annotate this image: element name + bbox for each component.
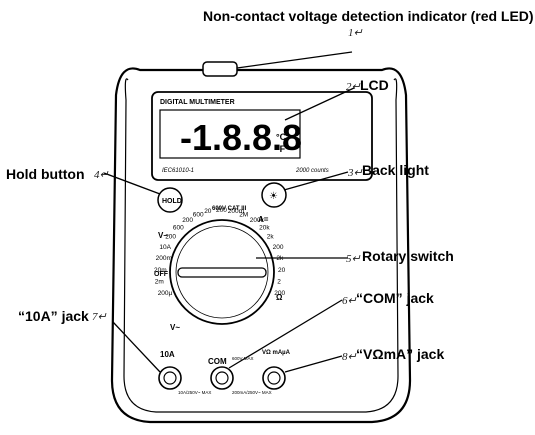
leader-8 bbox=[284, 355, 343, 373]
dial-range-label: 200 bbox=[274, 290, 285, 297]
svg-text:10A/250V~ MAX: 10A/250V~ MAX bbox=[178, 390, 211, 395]
off-label: OFF bbox=[154, 271, 169, 278]
dial-unit-mark: V~ bbox=[170, 323, 180, 332]
dial-range-label: 200µ bbox=[158, 290, 173, 297]
callout-2-number: 2↵ bbox=[346, 81, 361, 93]
dial-range-label: 200 bbox=[216, 207, 227, 214]
dial-range-label: 20m bbox=[154, 267, 167, 274]
dial-range-label: 2m bbox=[155, 279, 164, 286]
dial-unit-mark: A= bbox=[258, 215, 269, 224]
svg-text:COM: COM bbox=[208, 357, 227, 366]
dial-range-label: 2k bbox=[267, 233, 275, 240]
dial-range-label: 200k bbox=[250, 217, 265, 224]
counts-label: 2000 counts bbox=[295, 168, 329, 174]
dial-range-label: 200 bbox=[273, 244, 284, 251]
sun-icon: ☀ bbox=[269, 191, 278, 202]
leader-6 bbox=[228, 299, 343, 369]
callout-6-label: “COM” jack bbox=[356, 290, 434, 306]
dial-range-label: 600 bbox=[193, 212, 204, 219]
callout-4-number: 4↵ bbox=[94, 169, 109, 181]
callout-6-number: 6↵ bbox=[342, 295, 357, 307]
callout-3-number: 3↵ bbox=[348, 167, 363, 179]
svg-text:HOLD: HOLD bbox=[162, 198, 182, 205]
led-indicator bbox=[202, 61, 238, 77]
dial-range-label: 2 bbox=[277, 279, 281, 286]
dial-range-label: 20 bbox=[204, 208, 212, 215]
dial-range-label: 10A bbox=[159, 244, 171, 251]
brand-label: DIGITAL MULTIMETER bbox=[160, 99, 235, 106]
dial-range-label: 2M bbox=[239, 212, 248, 219]
leader-2 bbox=[284, 87, 355, 121]
callout-5-number: 5↵ bbox=[346, 253, 361, 265]
display-value: -1.8.8.8 bbox=[180, 117, 302, 158]
dial-range-label: 200 bbox=[165, 233, 176, 240]
svg-text:10A: 10A bbox=[160, 350, 175, 359]
callout-8-label: “VΩmA” jack bbox=[356, 346, 445, 362]
dial-range-label: 200 bbox=[182, 217, 193, 224]
rating-label: 600V CAT III bbox=[212, 206, 247, 212]
callout-1-label: Non-contact voltage detection indicator … bbox=[203, 8, 534, 24]
leader-3 bbox=[283, 171, 349, 191]
rotary-pointer bbox=[177, 267, 267, 278]
callout-1-number: 1↵ bbox=[348, 27, 363, 39]
standard-label: IEC61010-1 bbox=[162, 168, 194, 174]
leader-4 bbox=[103, 172, 161, 195]
callout-7-label: “10A” jack bbox=[18, 308, 89, 324]
lcd-screen bbox=[159, 109, 301, 159]
callout-4-label: Hold button bbox=[6, 166, 85, 182]
callout-3-label: Back light bbox=[362, 162, 429, 178]
callout-5-label: Rotary switch bbox=[362, 248, 454, 264]
svg-text:VΩ mAµA: VΩ mAµA bbox=[262, 350, 291, 356]
leader-1 bbox=[236, 51, 353, 69]
svg-text:200mA/250V~ MAX: 200mA/250V~ MAX bbox=[232, 390, 272, 395]
hold-button[interactable] bbox=[157, 187, 183, 213]
dial-range-label: 20 bbox=[278, 267, 286, 274]
callout-2-label: LCD bbox=[360, 77, 389, 93]
callout-8-number: 8↵ bbox=[342, 351, 357, 363]
dial-range-label: 200m bbox=[228, 208, 244, 215]
leader-7 bbox=[112, 321, 161, 373]
backlight-button[interactable] bbox=[261, 182, 287, 208]
svg-text:600V MAX: 600V MAX bbox=[232, 356, 254, 361]
dial-range-label: 20k bbox=[259, 224, 270, 231]
unit-f: °F bbox=[276, 144, 286, 154]
dial-range-label: 600 bbox=[173, 224, 184, 231]
callout-7-number: 7↵ bbox=[92, 311, 107, 323]
dial-range-label: 200m bbox=[156, 255, 172, 262]
dial-unit-mark: Ω bbox=[276, 293, 283, 302]
dial-unit-mark: V– bbox=[158, 231, 168, 240]
unit-c: °C bbox=[276, 132, 287, 142]
